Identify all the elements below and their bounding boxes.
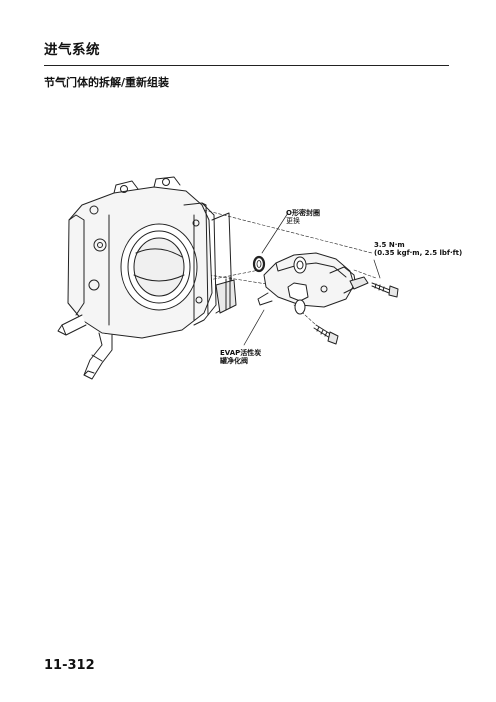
page-subtitle: 节气门体的拆解/重新组装 — [44, 76, 170, 89]
torque-value: 3.5 N·m — [374, 241, 405, 249]
leader-lines — [243, 212, 381, 346]
o-ring — [252, 255, 266, 273]
evap-valve-callout: EVAP活性炭 罐净化阀 — [220, 349, 261, 365]
evap-valve-label-line1: EVAP活性炭 — [220, 349, 262, 357]
page-number: 11-312 — [44, 658, 95, 673]
coolant-hoses — [57, 314, 113, 380]
o-ring-callout: O形密封圈 更换 — [286, 209, 320, 225]
section-title: 进气系统 — [44, 42, 100, 58]
header-rule — [44, 65, 449, 66]
o-ring-label: O形密封圈 — [286, 209, 320, 217]
torque-callout: 3.5 N·m (0.35 kgf·m, 2.5 lbf·ft) — [374, 241, 462, 257]
evap-valve-label-line2: 罐净化阀 — [220, 357, 248, 365]
exploded-view-drawing — [57, 176, 399, 380]
torque-value-alt-units: (0.35 kgf·m, 2.5 lbf·ft) — [374, 249, 463, 257]
o-ring-replace-note: 更换 — [286, 217, 300, 225]
mounting-bolt-lower — [313, 324, 339, 345]
mounting-bolt-upper — [371, 282, 399, 298]
throttle-body-diagram: O形密封圈 更换 3.5 N·m (0.35 kgf·m, 2.5 lbf·ft… — [54, 175, 462, 390]
throttle-body-housing — [67, 176, 237, 339]
evap-purge-valve — [257, 252, 369, 315]
